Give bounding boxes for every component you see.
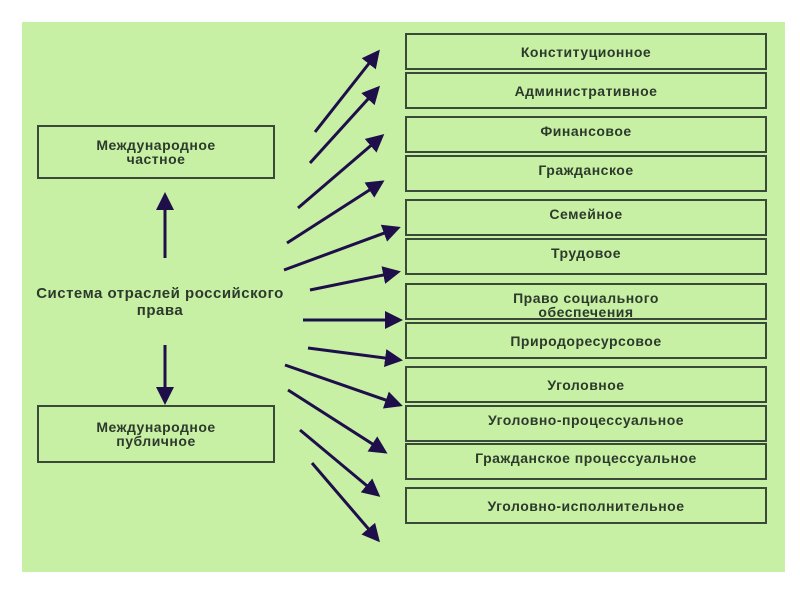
branch-box: Трудовое [405, 238, 767, 275]
arrow [313, 49, 380, 133]
branch-label: Трудовое [550, 245, 622, 261]
branch-box: Гражданское [405, 155, 767, 192]
arrow [283, 224, 401, 272]
arrow [308, 85, 381, 165]
branch-label: Финансовое [540, 123, 632, 139]
branch-label: Право социального обеспечения [513, 290, 659, 320]
international-private-label: Международное частное [96, 137, 216, 167]
arrow [284, 363, 403, 409]
branch-box: Уголовно-исполнительное [405, 487, 767, 524]
branch-label: Природоресурсовое [510, 332, 662, 349]
diagram-background [22, 22, 785, 572]
arrow [287, 388, 388, 454]
international-public-box: Международное публичное [37, 405, 275, 463]
branch-label: Уголовно-процессуальное [487, 412, 685, 428]
branch-label: Уголовное [547, 376, 625, 393]
system-label: Система отраслей российского права [36, 285, 284, 319]
arrow [309, 266, 401, 292]
international-public-label: Международное публичное [96, 419, 216, 449]
branch-box: Семейное [405, 199, 767, 236]
branch-box: Право социального обеспечения [405, 283, 767, 320]
international-private-box: Международное частное [37, 125, 275, 179]
branch-box: Административное [405, 72, 767, 109]
branch-label: Уголовно-исполнительное [487, 497, 685, 514]
branch-box: Финансовое [405, 116, 767, 153]
arrow [299, 428, 381, 497]
arrow [286, 180, 385, 245]
branch-box: Гражданское процессуальное [405, 443, 767, 480]
branch-label: Административное [514, 82, 658, 99]
branch-label: Конституционное [520, 43, 652, 60]
branch-box: Природоресурсовое [405, 322, 767, 359]
arrow [310, 462, 380, 543]
branch-label: Гражданское процессуальное [475, 450, 697, 466]
branch-label: Гражданское [538, 162, 634, 178]
arrow [297, 134, 385, 210]
branch-box: Уголовно-процессуальное [405, 405, 767, 442]
arrow [307, 346, 403, 367]
branch-label: Семейное [549, 206, 623, 222]
branch-box: Конституционное [405, 33, 767, 70]
branch-box: Уголовное [405, 366, 767, 403]
